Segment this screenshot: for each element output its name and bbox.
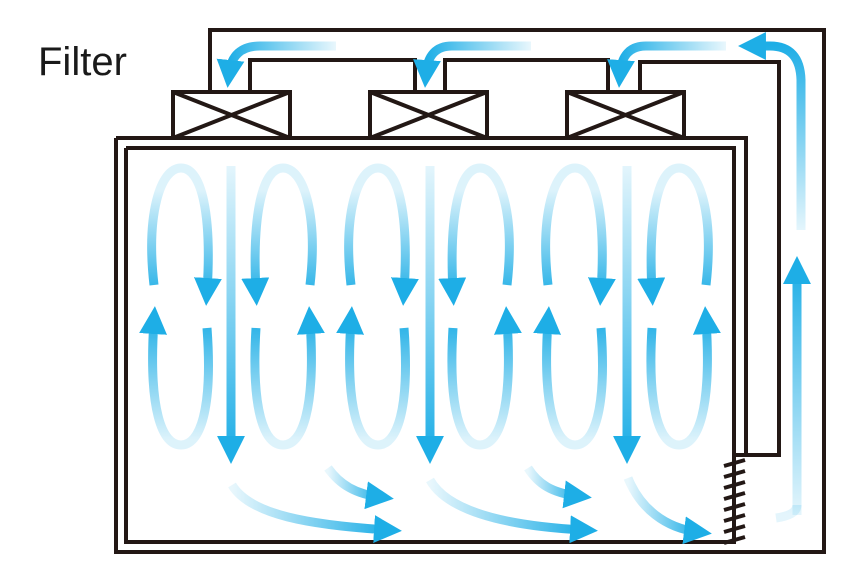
airflow-arrow-icon — [324, 465, 394, 510]
return-grille-icon — [723, 458, 746, 545]
airflow-arrow-icon — [646, 306, 721, 450]
airflow-arrow-icon — [139, 306, 213, 450]
airflow-arrow-icon — [426, 477, 598, 544]
airflow-arrow-icon — [216, 41, 336, 88]
filter-unit-icon — [368, 90, 489, 140]
filter-units — [171, 90, 686, 140]
room-inner-wall — [124, 60, 781, 544]
room-ceiling-inner — [126, 146, 736, 455]
duct-link-1 — [248, 58, 417, 92]
airflow-arrow-icon — [438, 163, 514, 306]
airflow-arrow-icon — [413, 41, 531, 88]
filter-unit-icon — [565, 90, 686, 140]
airflow-arrow-icon — [623, 476, 712, 545]
airflow-arrow-icon — [228, 482, 402, 544]
airflow-arrow-icon — [447, 306, 522, 450]
airflow — [139, 32, 811, 545]
airflow-arrow-icon — [241, 163, 317, 306]
airflow-arrow-icon — [147, 163, 222, 306]
airflow-arrow-icon — [637, 163, 713, 306]
airflow-arrow-icon — [524, 465, 592, 509]
airflow-arrow-icon — [250, 306, 325, 450]
airflow-arrow-icon — [607, 41, 726, 88]
room-ceiling-outer — [116, 136, 748, 455]
airflow-arrow-icon — [738, 32, 806, 230]
room-outer-wall — [114, 28, 826, 554]
airflow-arrow-icon — [541, 163, 616, 306]
duct-link-2 — [443, 58, 610, 92]
structure — [114, 28, 826, 554]
airflow-arrow-icon — [533, 306, 607, 450]
airflow-arrow-icon — [344, 163, 419, 306]
filter-label: Filter — [38, 40, 127, 84]
filter-unit-icon — [171, 90, 292, 140]
airflow-arrow-icon — [336, 306, 410, 450]
airflow-arrow-icon — [775, 504, 802, 523]
